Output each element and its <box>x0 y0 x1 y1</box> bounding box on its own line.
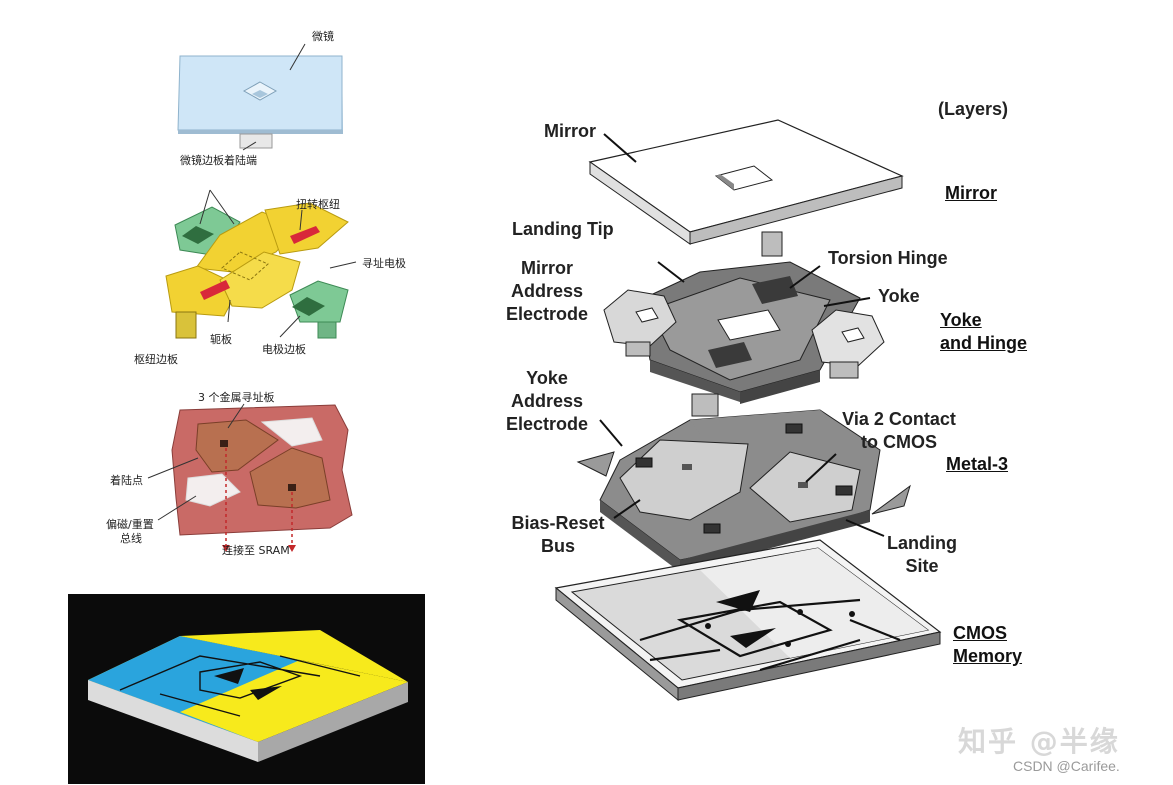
layer-cmos-memory: CMOS Memory <box>953 622 1022 668</box>
label-bias-reset-bus-cn-1: 偏磁/重置 <box>106 518 154 531</box>
label-electrode-edge-cn: 电极边板 <box>262 343 306 356</box>
label-yoke-address-electrode-line1: Yoke <box>526 368 568 388</box>
label-landing-site-line1: Landing <box>887 533 957 553</box>
label-yoke-address-electrode: Yoke Address Electrode <box>500 367 594 436</box>
label-via2-contact: Via 2 Contact to CMOS <box>834 408 964 454</box>
label-mirror: Mirror <box>544 121 597 141</box>
label-mirror-address-electrode-line2: Address <box>510 281 584 301</box>
label-landing-tip: Landing Tip <box>512 219 614 239</box>
right-mirror-layer <box>588 119 904 257</box>
label-yoke-cn: 轭板 <box>210 333 232 346</box>
label-address-electrode-cn: 寻址电极 <box>362 257 406 270</box>
layer-metal3: Metal-3 <box>946 454 1009 474</box>
label-bias-reset-bus-line2: Bus <box>540 536 575 556</box>
layer-yoke-hinge-line1: Yoke <box>940 310 982 330</box>
label-landing-point-cn: 着陆点 <box>110 474 143 487</box>
left-mirror-layer <box>177 43 343 151</box>
label-mirror-landing-tip-cn: 微镜边板着陆端 <box>180 154 257 167</box>
layer-yoke-hinge-line2: and Hinge <box>940 333 1028 353</box>
label-to-sram-cn: 连接至 SRAM <box>222 544 290 557</box>
right-cmos-layer <box>554 539 942 702</box>
right-metal-layer <box>576 409 911 572</box>
left-yoke-layer <box>165 189 357 339</box>
label-via2-contact-line2: to CMOS <box>861 432 937 452</box>
layer-mirror: Mirror <box>945 183 998 203</box>
label-torsion-hinge-cn: 扭转枢纽 <box>296 198 340 211</box>
label-bias-reset-bus-cn-2: 总线 <box>120 532 142 545</box>
left-metal-layer <box>147 403 353 552</box>
label-mirror-address-electrode-line1: Mirror <box>520 258 573 278</box>
watermark-zhihu: 知乎 @半缘 <box>958 725 1120 758</box>
label-landing-site: Landing Site <box>880 532 964 578</box>
label-mirror-address-electrode: Mirror Address Electrode <box>500 257 594 326</box>
layers-heading: (Layers) <box>938 99 1009 119</box>
label-metal-plates-cn: 3 个金属寻址板 <box>198 391 275 404</box>
label-mirror-cn: 微镜 <box>312 30 334 43</box>
left-cmos-panel <box>68 594 425 784</box>
watermark-csdn: CSDN @Carifee. <box>1013 758 1120 774</box>
label-via2-contact-line1: Via 2 Contact <box>842 409 956 429</box>
label-yoke: Yoke <box>878 286 920 306</box>
label-landing-site-line2: Site <box>905 556 939 576</box>
layer-yoke-hinge: Yoke and Hinge <box>940 309 1027 355</box>
layer-cmos-memory-line2: Memory <box>953 646 1023 666</box>
label-bias-reset-bus: Bias-Reset Bus <box>506 512 610 558</box>
label-yoke-address-electrode-line3: Electrode <box>505 414 589 434</box>
label-mirror-address-electrode-line3: Electrode <box>505 304 589 324</box>
label-hinge-edge-cn: 枢纽边板 <box>134 353 178 366</box>
label-yoke-address-electrode-line2: Address <box>510 391 584 411</box>
label-torsion-hinge: Torsion Hinge <box>828 248 948 268</box>
layer-cmos-memory-line1: CMOS <box>953 623 1007 643</box>
label-bias-reset-bus-line1: Bias-Reset <box>511 513 605 533</box>
right-yoke-layer <box>603 261 885 417</box>
